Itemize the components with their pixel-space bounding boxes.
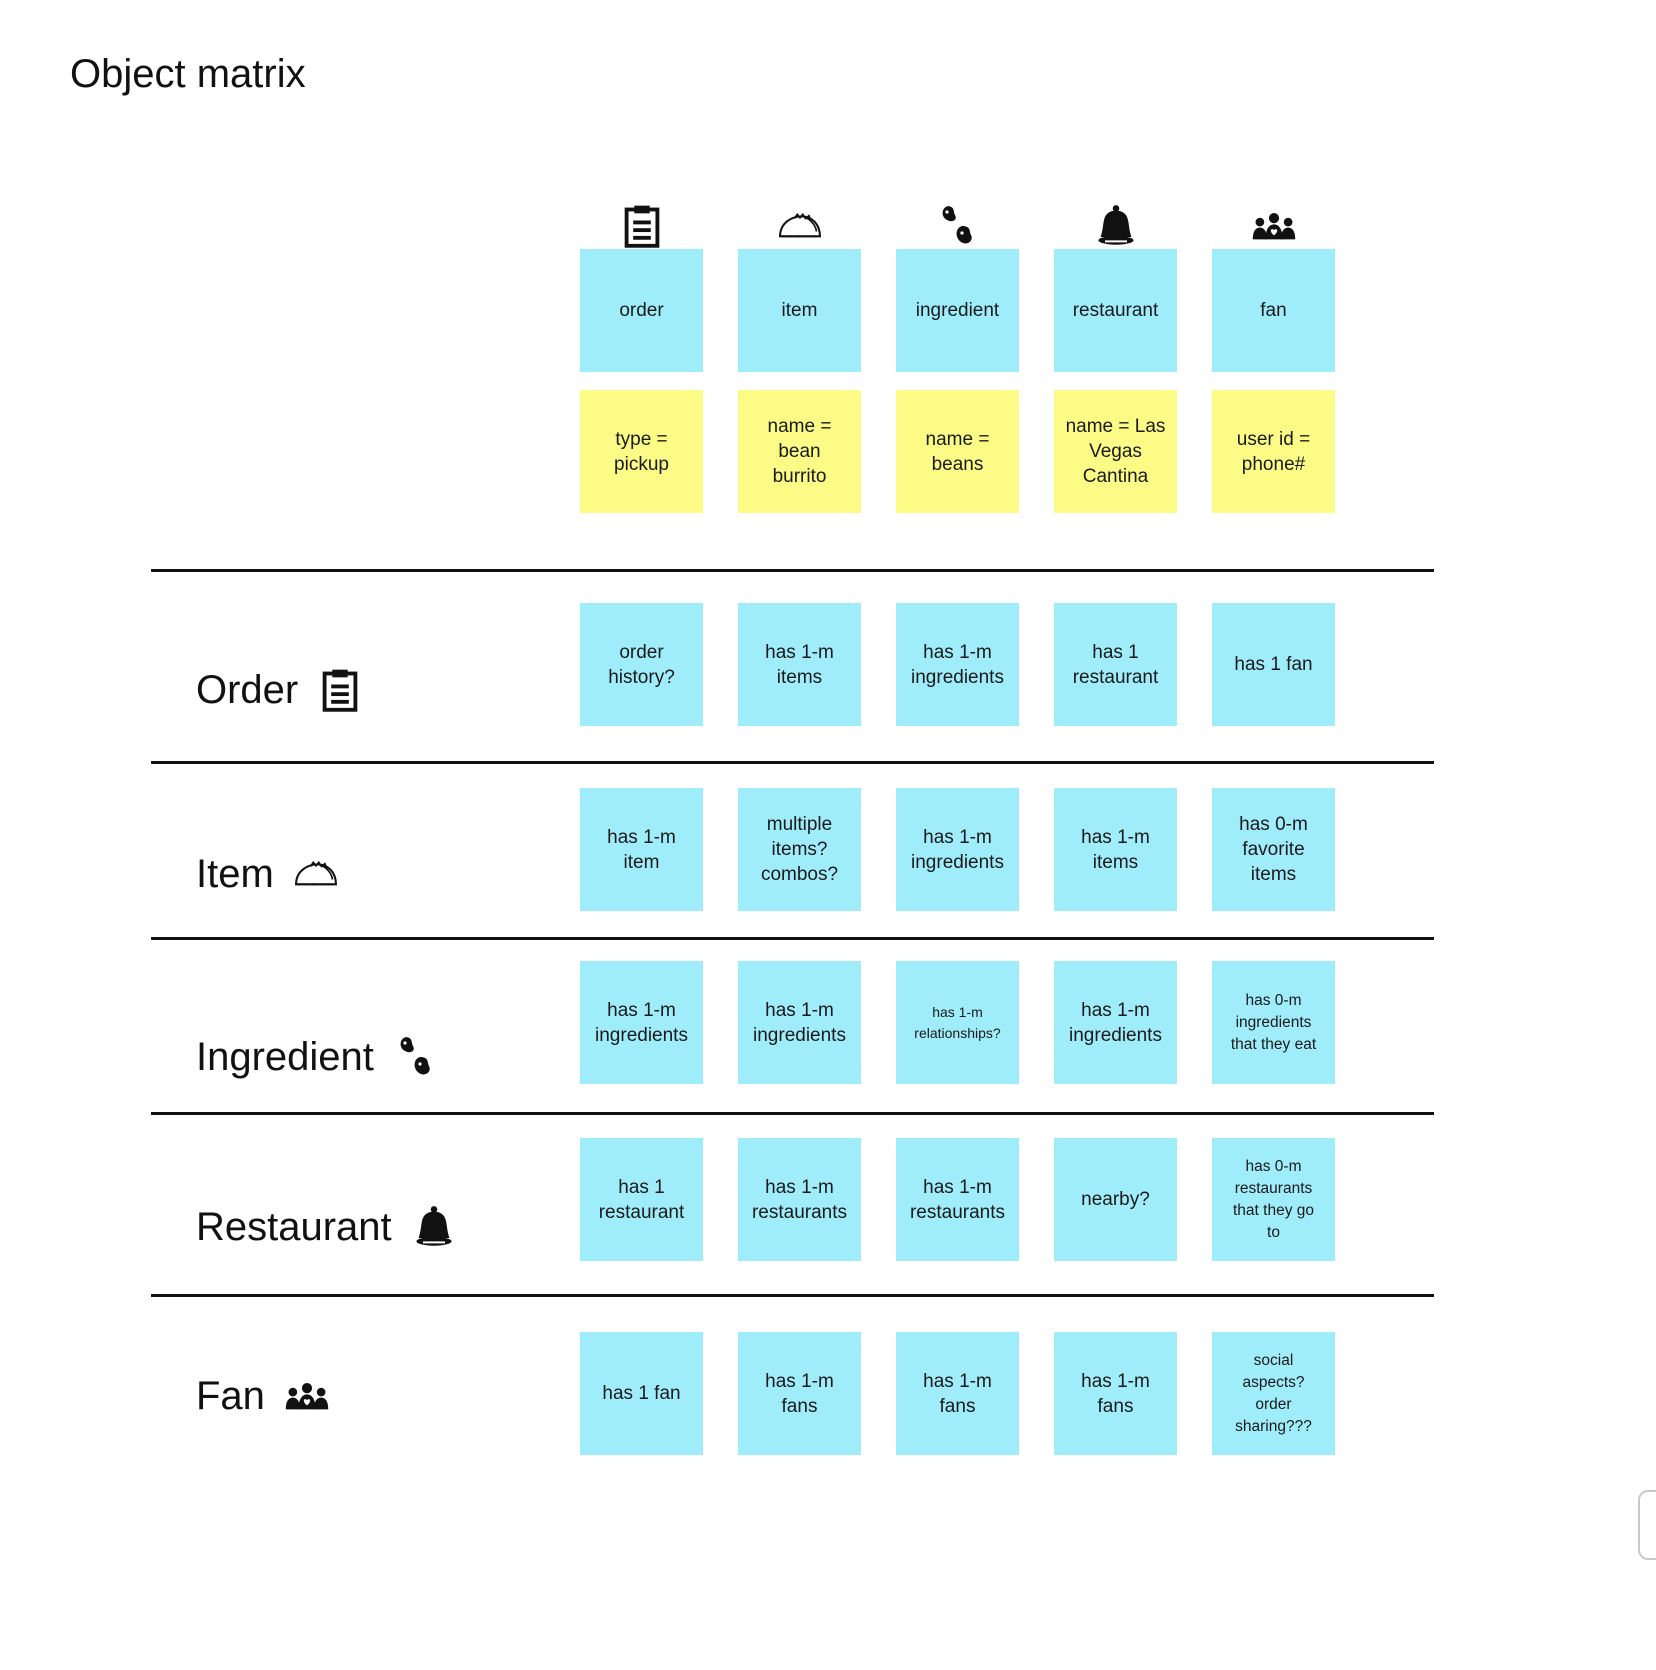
relation-sticky-item-ingredient-text: has 1-m ingredients bbox=[911, 826, 1004, 873]
relation-sticky-item-item-text: multiple items? combos? bbox=[760, 814, 839, 885]
row-label-text: Item bbox=[196, 852, 274, 896]
relation-sticky-item-item[interactable]: multiple items? combos? bbox=[738, 788, 861, 911]
attribute-sticky-fan-text: user id = phone# bbox=[1236, 428, 1311, 475]
object-sticky-order[interactable]: order bbox=[580, 249, 703, 372]
clipboard-icon bbox=[620, 204, 664, 248]
relation-sticky-fan-order[interactable]: has 1 fan bbox=[580, 1332, 703, 1455]
object-sticky-fan-text: fan bbox=[1260, 300, 1287, 321]
attribute-sticky-item-text: name = bean burrito bbox=[767, 416, 832, 487]
attribute-sticky-restaurant-text: name = Las Vegas Cantina bbox=[1065, 416, 1166, 487]
row-label-text: Ingredient bbox=[196, 1035, 374, 1079]
relation-sticky-fan-ingredient[interactable]: has 1-m fans bbox=[896, 1332, 1019, 1455]
relation-sticky-ingredient-ingredient-text: has 1-m relationships? bbox=[914, 1003, 1001, 1041]
object-sticky-restaurant[interactable]: restaurant bbox=[1054, 249, 1177, 372]
attribute-sticky-order-text: type = pickup bbox=[614, 428, 669, 475]
relation-sticky-fan-order-text: has 1 fan bbox=[602, 1383, 681, 1404]
attribute-sticky-item[interactable]: name = bean burrito bbox=[738, 390, 861, 513]
relation-sticky-item-restaurant-text: has 1-m items bbox=[1081, 826, 1150, 873]
row-divider bbox=[151, 1294, 1434, 1297]
relation-sticky-restaurant-ingredient[interactable]: has 1-m restaurants bbox=[896, 1138, 1019, 1261]
relation-sticky-item-order-text: has 1-m item bbox=[607, 826, 676, 873]
relation-sticky-restaurant-fan-text: has 0-m restaurants that they go to bbox=[1232, 1157, 1314, 1241]
row-divider bbox=[151, 1112, 1434, 1115]
relation-sticky-ingredient-item-text: has 1-m ingredients bbox=[753, 999, 846, 1046]
relation-sticky-order-order-text: order history? bbox=[608, 641, 675, 688]
relation-sticky-restaurant-item-text: has 1-m restaurants bbox=[751, 1176, 848, 1223]
people-icon bbox=[1252, 204, 1296, 248]
relation-sticky-ingredient-fan-text: has 0-m ingredients that they eat bbox=[1230, 991, 1317, 1053]
relation-sticky-order-fan-text: has 1 fan bbox=[1234, 654, 1313, 675]
relation-sticky-restaurant-restaurant-text: nearby? bbox=[1081, 1189, 1150, 1210]
relation-sticky-item-order[interactable]: has 1-m item bbox=[580, 788, 703, 911]
relation-sticky-ingredient-order[interactable]: has 1-m ingredients bbox=[580, 961, 703, 1084]
attribute-sticky-ingredient-text: name = beans bbox=[925, 428, 990, 475]
object-sticky-fan[interactable]: fan bbox=[1212, 249, 1335, 372]
row-label-fan: Fan bbox=[196, 1374, 329, 1418]
row-label-item: Item bbox=[196, 852, 338, 896]
relation-sticky-fan-fan[interactable]: social aspects? order sharing??? bbox=[1212, 1332, 1335, 1455]
row-divider bbox=[151, 569, 1434, 572]
relation-sticky-fan-restaurant-text: has 1-m fans bbox=[1081, 1370, 1150, 1417]
relation-sticky-fan-fan-text: social aspects? order sharing??? bbox=[1235, 1351, 1312, 1435]
relation-sticky-order-item[interactable]: has 1-m items bbox=[738, 603, 861, 726]
relation-sticky-fan-item[interactable]: has 1-m fans bbox=[738, 1332, 861, 1455]
relation-sticky-restaurant-item[interactable]: has 1-m restaurants bbox=[738, 1138, 861, 1261]
relation-sticky-ingredient-fan[interactable]: has 0-m ingredients that they eat bbox=[1212, 961, 1335, 1084]
relation-sticky-fan-restaurant[interactable]: has 1-m fans bbox=[1054, 1332, 1177, 1455]
beans-icon bbox=[394, 1035, 438, 1079]
object-sticky-order-text: order bbox=[619, 300, 664, 321]
scroll-handle[interactable] bbox=[1638, 1490, 1656, 1560]
attribute-sticky-restaurant[interactable]: name = Las Vegas Cantina bbox=[1054, 390, 1177, 513]
relation-sticky-ingredient-restaurant[interactable]: has 1-m ingredients bbox=[1054, 961, 1177, 1084]
relation-sticky-fan-ingredient-text: has 1-m fans bbox=[923, 1370, 992, 1417]
row-label-order: Order bbox=[196, 668, 362, 712]
relation-sticky-restaurant-ingredient-text: has 1-m restaurants bbox=[909, 1176, 1006, 1223]
taco-icon bbox=[294, 852, 338, 896]
relation-sticky-restaurant-fan[interactable]: has 0-m restaurants that they go to bbox=[1212, 1138, 1335, 1261]
people-icon bbox=[285, 1374, 329, 1418]
relation-sticky-item-restaurant[interactable]: has 1-m items bbox=[1054, 788, 1177, 911]
beans-icon bbox=[936, 204, 980, 248]
relation-sticky-ingredient-item[interactable]: has 1-m ingredients bbox=[738, 961, 861, 1084]
relation-sticky-item-ingredient[interactable]: has 1-m ingredients bbox=[896, 788, 1019, 911]
row-divider bbox=[151, 937, 1434, 940]
relation-sticky-restaurant-order[interactable]: has 1 restaurant bbox=[580, 1138, 703, 1261]
row-label-text: Fan bbox=[196, 1374, 265, 1418]
relation-sticky-order-restaurant[interactable]: has 1 restaurant bbox=[1054, 603, 1177, 726]
object-sticky-restaurant-text: restaurant bbox=[1072, 300, 1159, 321]
bell-icon bbox=[1094, 204, 1138, 248]
relation-sticky-ingredient-order-text: has 1-m ingredients bbox=[595, 999, 688, 1046]
attribute-sticky-ingredient[interactable]: name = beans bbox=[896, 390, 1019, 513]
clipboard-icon bbox=[318, 668, 362, 712]
relation-sticky-ingredient-restaurant-text: has 1-m ingredients bbox=[1069, 999, 1162, 1046]
bell-icon bbox=[412, 1205, 456, 1249]
relation-sticky-item-fan[interactable]: has 0-m favorite items bbox=[1212, 788, 1335, 911]
attribute-sticky-fan[interactable]: user id = phone# bbox=[1212, 390, 1335, 513]
relation-sticky-order-restaurant-text: has 1 restaurant bbox=[1072, 641, 1159, 688]
row-label-ingredient: Ingredient bbox=[196, 1035, 438, 1079]
row-label-text: Restaurant bbox=[196, 1205, 392, 1249]
page-title: Object matrix bbox=[70, 52, 306, 96]
relation-sticky-order-item-text: has 1-m items bbox=[765, 641, 834, 688]
attribute-sticky-order[interactable]: type = pickup bbox=[580, 390, 703, 513]
taco-icon bbox=[778, 204, 822, 248]
relation-sticky-restaurant-restaurant[interactable]: nearby? bbox=[1054, 1138, 1177, 1261]
relation-sticky-order-ingredient-text: has 1-m ingredients bbox=[911, 641, 1004, 688]
object-sticky-ingredient-text: ingredient bbox=[915, 300, 1000, 321]
relation-sticky-restaurant-order-text: has 1 restaurant bbox=[598, 1176, 685, 1223]
row-label-restaurant: Restaurant bbox=[196, 1205, 456, 1249]
relation-sticky-order-order[interactable]: order history? bbox=[580, 603, 703, 726]
object-sticky-item-text: item bbox=[781, 300, 818, 321]
row-divider bbox=[151, 761, 1434, 764]
object-sticky-item[interactable]: item bbox=[738, 249, 861, 372]
relation-sticky-item-fan-text: has 0-m favorite items bbox=[1239, 814, 1308, 885]
row-label-text: Order bbox=[196, 668, 299, 712]
relation-sticky-order-ingredient[interactable]: has 1-m ingredients bbox=[896, 603, 1019, 726]
object-sticky-ingredient[interactable]: ingredient bbox=[896, 249, 1019, 372]
relation-sticky-fan-item-text: has 1-m fans bbox=[765, 1370, 834, 1417]
relation-sticky-order-fan[interactable]: has 1 fan bbox=[1212, 603, 1335, 726]
relation-sticky-ingredient-ingredient[interactable]: has 1-m relationships? bbox=[896, 961, 1019, 1084]
